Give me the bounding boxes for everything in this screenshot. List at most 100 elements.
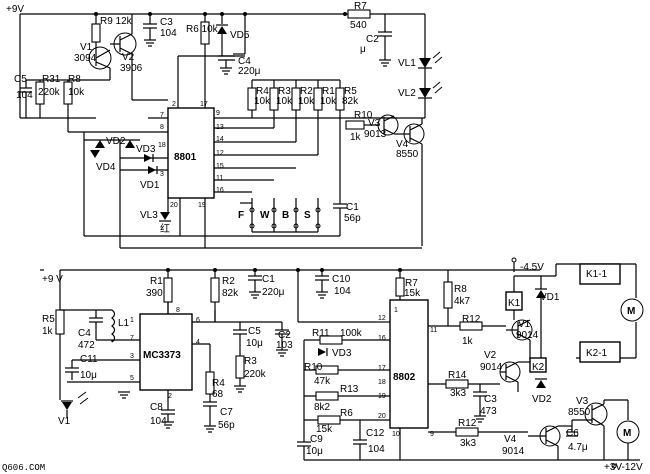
bottom-resistor-r8 — [443, 281, 453, 309]
mc-pin-1: 1 — [130, 317, 134, 324]
b-r5-label: R5 — [42, 314, 55, 325]
r31-value: 220k — [38, 87, 61, 98]
switch-group — [240, 198, 321, 233]
b-c10-label: C10 — [332, 274, 351, 285]
b-r3-label: R3 — [244, 356, 257, 367]
resistor-r9 — [91, 23, 101, 43]
motor-supply-label: +3V-12V — [604, 462, 643, 473]
pin-16: 16 — [216, 187, 224, 194]
mc-pin-6: 6 — [196, 317, 200, 324]
8802-pin-18: 18 — [378, 379, 386, 386]
pin-3: 3 — [160, 171, 164, 178]
pin-17: 17 — [200, 101, 208, 108]
r1-value: 10k — [320, 96, 337, 107]
mc-pin-8: 8 — [176, 307, 180, 314]
resistor-r7 — [347, 9, 371, 19]
b-r10-label: R10 — [304, 362, 323, 373]
b-r13-label: R13 — [340, 384, 359, 395]
b-c2-value: 103 — [276, 340, 293, 351]
r4-label: R4 — [256, 86, 269, 97]
b-c7-label: C12 — [366, 428, 385, 439]
r5-label: R5 — [344, 86, 357, 97]
r10-label: R10 — [354, 110, 373, 121]
b-v3-tr-label: V3 — [576, 396, 589, 407]
chip-mc3373 — [139, 313, 193, 391]
pin-20: 20 — [170, 202, 178, 209]
b-c1-value: 220μ — [262, 287, 285, 298]
b-v2-tr-type: 9014 — [480, 362, 503, 373]
b-r2-label: R2 — [222, 276, 235, 287]
led-vl1 — [419, 58, 431, 68]
relay-k2-1-contact — [579, 341, 621, 363]
v4-type: 8550 — [396, 149, 419, 160]
bottom-resistor-r5 — [55, 309, 65, 335]
b-vd3-label: VD3 — [332, 348, 352, 359]
c3-value: 104 — [160, 28, 177, 39]
bottom-resistor-r12b — [455, 427, 479, 437]
r7-label: R7 — [354, 1, 367, 12]
pin-7: 7 — [160, 112, 164, 119]
c4-value: μ — [360, 44, 366, 55]
v4-label: V4 — [396, 139, 409, 150]
transistor-v1 — [88, 46, 112, 70]
watermark-text: Q606.COM — [2, 463, 45, 473]
c3-label: C3 — [160, 17, 173, 28]
b-r10-value: 47k — [314, 376, 331, 387]
c1-value: 56p — [344, 213, 361, 224]
pin-15: 15 — [216, 163, 224, 170]
b-c12-value: 4.7μ — [568, 442, 588, 453]
b-r14-value: 3k3 — [450, 388, 467, 399]
receiver-circuit: +9 V R1 390 R2 82k C1 220μ — [40, 257, 644, 473]
switch-b-label: B — [282, 210, 289, 221]
l1-label: L1 — [118, 318, 130, 329]
b-c10-value: 104 — [334, 286, 351, 297]
bottom-resistor-r1 — [163, 277, 173, 303]
vd1-label: VD1 — [140, 180, 160, 191]
bottom-resistor-r14 — [445, 379, 469, 389]
transmitter-circuit: +9V R9 12k C3 104 R6 10k VD5 — [6, 1, 443, 249]
relay-k2-coil — [529, 357, 547, 373]
bottom-resistor-r2 — [210, 277, 220, 303]
switch-w-label: W — [260, 210, 270, 221]
8802-pin-16: 16 — [378, 335, 386, 342]
transistor-v3 — [377, 114, 399, 136]
b-c9-label: C3 — [484, 394, 497, 405]
b-c5-value: 10μ — [246, 338, 263, 349]
b-c8-value: 10μ — [306, 446, 323, 457]
pin-19: 19 — [198, 202, 206, 209]
pin-2: 2 — [172, 101, 176, 108]
resistor-bank — [247, 79, 345, 196]
b-c11-label: C11 — [80, 354, 98, 365]
vl3-color: 红 — [160, 222, 170, 235]
switch-s-label: S — [304, 210, 311, 221]
switch-f-label: F — [238, 210, 244, 221]
b-c4-value: 472 — [78, 340, 95, 351]
v2-label: V2 — [122, 52, 135, 63]
b-r7-label: R7 — [405, 278, 418, 289]
b-v1-tr-label: V1 — [518, 319, 531, 330]
r9-label: R9 12k — [100, 16, 133, 27]
vd5-label: VD5 — [230, 30, 250, 41]
pin-18: 18 — [158, 142, 166, 149]
8802-pin-1: 1 — [394, 307, 398, 314]
b-r12b-label: R12 — [458, 418, 477, 429]
b-r11-value: 100k — [340, 328, 363, 339]
8802-label: 8802 — [393, 372, 416, 383]
b-r12a-label: R12 — [462, 314, 481, 325]
b-r13-value: 8k2 — [314, 402, 331, 413]
b-r3-value: 220k — [244, 369, 267, 380]
b-vd1-label: VD1 — [540, 292, 560, 303]
bottom-resistor-r13 — [315, 391, 339, 401]
transistor-b-v3 — [584, 402, 608, 426]
b-c6-value: 56p — [218, 420, 235, 431]
motor-1-label: M — [627, 306, 635, 317]
c2-label: C4 — [238, 56, 251, 67]
v3-type: 9013 — [364, 129, 387, 140]
bottom-resistor-r10 — [315, 365, 339, 375]
c5-value: 104 — [16, 90, 33, 101]
chip-8801-label: 8801 — [174, 152, 197, 163]
photodiode-v1 — [62, 402, 72, 410]
v1-type: 3094 — [74, 53, 97, 64]
c2-unit: 220μ — [238, 66, 261, 77]
